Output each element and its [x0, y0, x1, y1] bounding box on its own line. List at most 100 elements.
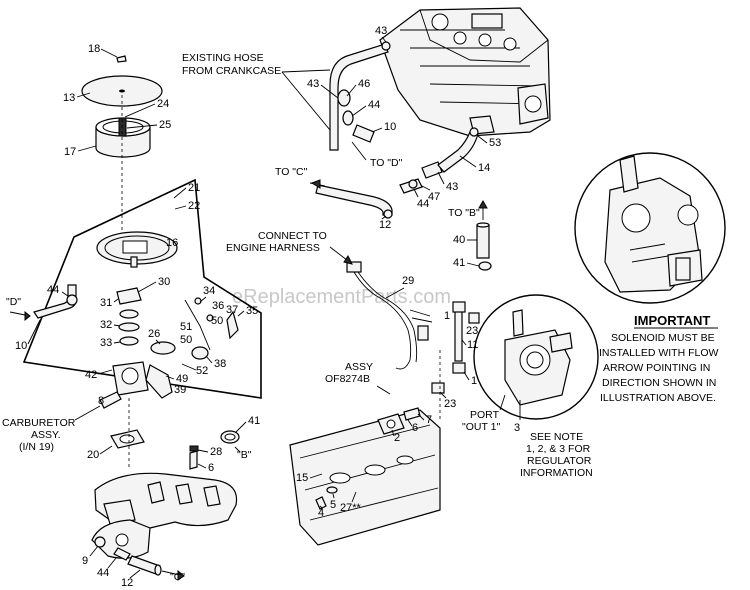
- part-number: 1: [444, 310, 450, 322]
- hose-c-bottom[interactable]: [94, 536, 185, 581]
- solenoid-valve[interactable]: [377, 407, 421, 435]
- part-number: 38: [214, 358, 226, 370]
- svg-text:DIRECTION SHOWN IN: DIRECTION SHOWN IN: [602, 377, 716, 389]
- see-note-callout: SEE NOTE 1, 2, & 3 FOR REGULATOR INFORMA…: [520, 431, 593, 479]
- important-title: IMPORTANT: [634, 313, 710, 328]
- part-number: 35: [246, 305, 258, 317]
- part-number: 47: [428, 191, 440, 203]
- part-number: 12: [121, 577, 133, 589]
- carburetor-group-outline: [22, 178, 262, 399]
- b-mid-label: "B": [237, 449, 252, 461]
- svg-text:SEE NOTE: SEE NOTE: [530, 431, 583, 443]
- mounting-screw[interactable]: [189, 445, 199, 470]
- fuel-tube-11[interactable]: [431, 301, 480, 394]
- part-number: 29: [402, 275, 414, 287]
- part-number: 15: [296, 472, 308, 484]
- part-number: 41: [248, 415, 260, 427]
- svg-text:(I/N 19): (I/N 19): [19, 441, 54, 453]
- svg-text:OF8274B: OF8274B: [325, 373, 370, 385]
- connect-callout: CONNECT TO ENGINE HARNESS: [226, 230, 327, 254]
- part-number: 22: [188, 200, 200, 212]
- part-number: 2: [394, 432, 400, 444]
- part-number: 51: [180, 321, 192, 333]
- tee-fitting[interactable]: [399, 161, 443, 194]
- svg-text:PORT: PORT: [470, 409, 500, 421]
- port-callout: PORT "OUT 1": [462, 394, 506, 433]
- intake-manifold[interactable]: [91, 472, 238, 559]
- part-number: 32: [100, 319, 112, 331]
- part-number: 10: [15, 340, 27, 352]
- to-b-top-label: TO "B": [448, 207, 480, 219]
- crankcase-hose[interactable]: [329, 41, 391, 151]
- to-c-top-label: TO "C": [275, 166, 308, 178]
- part-number: 44: [417, 198, 429, 210]
- part-number: 21: [188, 182, 200, 194]
- engine-block[interactable]: [379, 7, 551, 137]
- part-number: 28: [210, 446, 222, 458]
- svg-text:FROM CRANKCASE: FROM CRANKCASE: [182, 65, 281, 77]
- part-number: 39: [174, 384, 186, 396]
- air-filter-element[interactable]: [95, 117, 151, 158]
- part-number: 18: [88, 43, 100, 55]
- assy-callout: ASSY OF8274B: [325, 361, 391, 395]
- carburetor-gasket[interactable]: [110, 429, 145, 449]
- svg-text:INFORMATION: INFORMATION: [520, 467, 593, 479]
- hose-14[interactable]: [437, 127, 479, 173]
- hose-40[interactable]: [476, 222, 492, 271]
- part-number: 42: [85, 369, 97, 381]
- svg-text:"OUT 1": "OUT 1": [462, 421, 500, 433]
- carburetor-body[interactable]: [99, 287, 209, 409]
- svg-text:INSTALLED WITH FLOW: INSTALLED WITH FLOW: [599, 347, 718, 359]
- washer-5[interactable]: [326, 486, 338, 494]
- part-number: 6: [412, 422, 418, 434]
- part-number: 9: [82, 555, 88, 567]
- part-number: 26: [148, 328, 160, 340]
- part-number: 5: [330, 499, 336, 511]
- vacuum-hose-d[interactable]: [9, 284, 78, 322]
- part-number: 40: [453, 234, 465, 246]
- part-number: 6: [208, 462, 214, 474]
- throttle-linkage[interactable]: [184, 297, 239, 351]
- carburetor-adapter-plate[interactable]: [96, 231, 178, 268]
- bolt-4[interactable]: [315, 496, 327, 510]
- wiring-harness[interactable]: [329, 246, 433, 370]
- svg-text:ARROW POINTING IN: ARROW POINTING IN: [603, 362, 710, 374]
- part-number: 49: [176, 373, 188, 385]
- part-number: 44: [47, 284, 59, 296]
- part-number: 36: [212, 300, 224, 312]
- part-number: 23: [466, 325, 478, 337]
- part-number: 14: [478, 162, 490, 174]
- part-number: 31: [100, 297, 112, 309]
- air-cleaner-cover[interactable]: [81, 55, 163, 107]
- part-number: 46: [358, 78, 370, 90]
- part-number: 50: [211, 315, 223, 327]
- part-number: 25: [159, 119, 171, 131]
- svg-text:EXISTING HOSE: EXISTING HOSE: [182, 52, 264, 64]
- part-number: 23: [444, 398, 456, 410]
- part-number: 7: [426, 414, 432, 426]
- important-note: IMPORTANT SOLENOID MUST BE INSTALLED WIT…: [599, 313, 718, 404]
- part-number: 44: [97, 567, 109, 579]
- part-number: 8: [98, 395, 104, 407]
- svg-text:ENGINE HARNESS: ENGINE HARNESS: [226, 242, 320, 254]
- d-left-label: "D": [6, 296, 21, 308]
- carburetor-callout: CARBURETOR ASSY. (I/N 19): [2, 405, 101, 453]
- solenoid-detail[interactable]: [574, 152, 726, 304]
- to-d-arrow: [351, 141, 367, 161]
- to-d-label: TO "D": [370, 157, 403, 169]
- fuel-hose-to-c[interactable]: [309, 179, 393, 219]
- part-number: 33: [100, 337, 112, 349]
- part-number: 11: [467, 339, 478, 351]
- part-number: 4: [318, 507, 324, 519]
- clamp-b[interactable]: [220, 430, 240, 444]
- regulator-bracket[interactable]: [289, 409, 441, 546]
- part-number: 43: [446, 181, 458, 193]
- part-number: 53: [489, 137, 501, 149]
- existing-hose-callout: EXISTING HOSE FROM CRANKCASE: [182, 52, 331, 131]
- svg-text:SOLENOID MUST BE: SOLENOID MUST BE: [611, 332, 715, 344]
- regulator-detail[interactable]: [473, 294, 599, 420]
- part-number: 50: [180, 334, 192, 346]
- part-number: 20: [87, 449, 99, 461]
- part-number: 27**: [340, 502, 362, 514]
